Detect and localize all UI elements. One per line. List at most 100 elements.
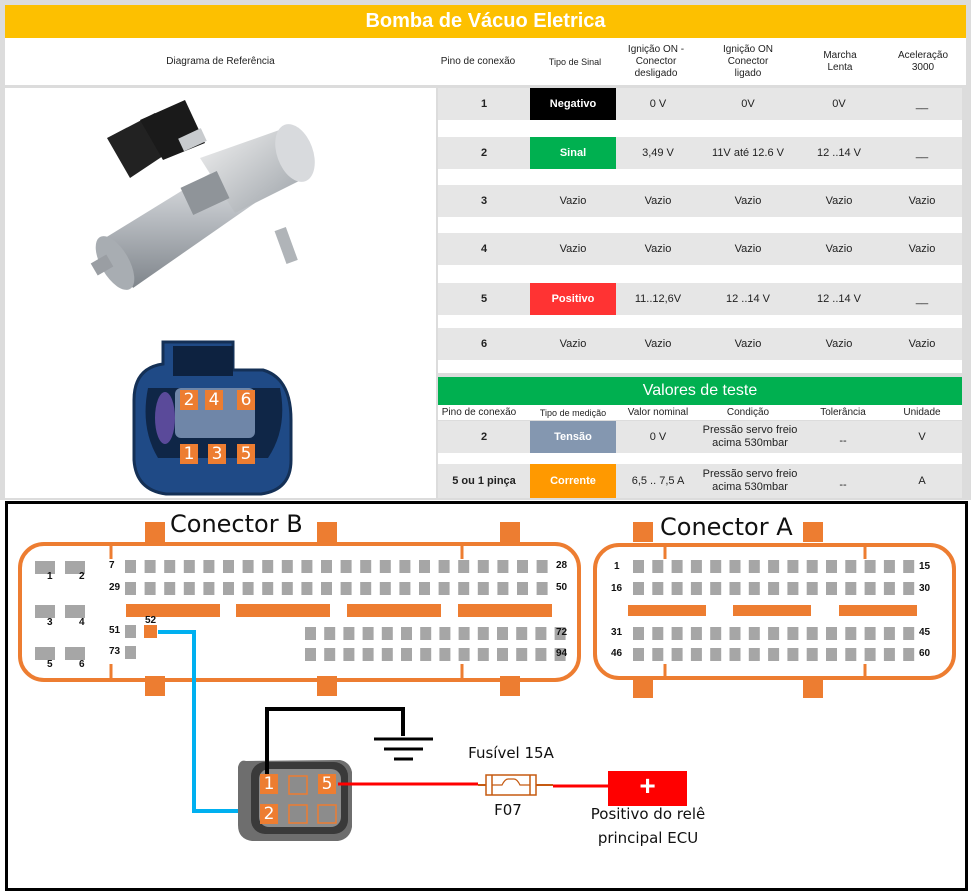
connector-pin: [806, 582, 818, 595]
measurement-type-badge: Tensão: [530, 421, 616, 453]
connector-pin: [633, 560, 644, 573]
connector-pin: [768, 582, 780, 595]
header-signal-type: Tipo de Sinal: [548, 56, 602, 67]
connector-pin: [710, 560, 722, 573]
pin-label: 45: [919, 627, 931, 638]
table-row: 6 Vazio Vazio Vazio Vazio Vazio: [438, 328, 962, 360]
pin-label: 16: [611, 583, 623, 594]
pin-label: 94: [556, 648, 568, 659]
table-row: 5 Positivo 11..12,6V 12 ..14 V 12 ..14 V…: [438, 283, 962, 315]
relay-label-line1: Positivo do relê: [590, 805, 706, 823]
tv-unit: V: [918, 431, 926, 443]
connector-pin: [826, 627, 837, 640]
connector-pin: [301, 582, 313, 595]
connector-pin: [787, 582, 799, 595]
connector-pin: [439, 648, 451, 661]
connector-pin: [883, 582, 895, 595]
connector-pin: [183, 582, 195, 595]
plus-icon: +: [639, 769, 656, 801]
pin-label: 2: [79, 571, 85, 582]
row-gap: [438, 360, 962, 373]
wiring-svg: [18, 522, 956, 841]
connector-pin: [262, 560, 274, 573]
pin-label: 46: [611, 648, 623, 659]
connector-pin: [497, 582, 509, 595]
connector-pin: [864, 560, 876, 573]
connector-pin: [379, 582, 391, 595]
connector-pin: [242, 560, 254, 573]
connector-pin: [458, 560, 470, 573]
row-gap: [438, 120, 962, 137]
connector-pin: [845, 560, 857, 573]
connector-pin: [806, 560, 818, 573]
pump-pin-2: 2: [260, 804, 278, 824]
connector-pin: [768, 560, 780, 573]
accel-value: Vazio: [908, 195, 936, 207]
page-title: Bomba de Vácuo Eletrica: [5, 5, 966, 38]
tv-pin: 5 ou 1 pinça: [452, 475, 516, 487]
connector-pin: [144, 582, 156, 595]
connector-pin: [305, 627, 316, 640]
connector-pin: [845, 648, 857, 661]
connector-pin: [729, 560, 741, 573]
pin-label: 1: [614, 561, 620, 572]
connector-b-pins: [35, 560, 566, 661]
connector-pin: [652, 627, 664, 640]
connector-pin: [748, 560, 760, 573]
connector-pin: [262, 582, 274, 595]
ign-off-value: 11..12,6V: [634, 293, 682, 305]
connector-a-housing: [593, 522, 956, 698]
header-pin: Pino de conexão: [440, 55, 516, 67]
connector-pin: [183, 560, 195, 573]
pin-number: 6: [480, 338, 488, 350]
reference-diagram-panel: 2 4 6 1 3 5: [5, 88, 436, 498]
pin-number: 5: [480, 293, 488, 305]
connector-pin: [671, 582, 683, 595]
ign-off-value: Vazio: [644, 195, 672, 207]
connector-pin: [903, 582, 915, 595]
connector-pin: [125, 646, 136, 659]
signal-type-badge: Negativo: [530, 88, 616, 120]
tv-header-pin: Pino de conexão: [441, 407, 517, 418]
connector-pin: [381, 627, 393, 640]
pin-label: 51: [109, 625, 121, 636]
pin-52: [144, 625, 157, 638]
pump-connector-photo: [238, 760, 352, 841]
connector-pin: [864, 582, 876, 595]
connector-pin: [321, 560, 332, 573]
connector-b-title: Conector B: [170, 510, 303, 538]
tv-condition: Pressão servo freio acima 530mbar: [702, 468, 798, 493]
connector-pin: [35, 647, 55, 660]
connector-pin: [477, 560, 489, 573]
connector-pin: [806, 648, 818, 661]
pin-number: 1: [480, 98, 488, 110]
connector-pin: [516, 648, 528, 661]
relay-positive-box: [608, 771, 687, 806]
connector-pin: [748, 582, 760, 595]
pin-label: 52: [145, 615, 157, 626]
connector-pin-label: 2: [180, 390, 198, 410]
ign-on-value: Vazio: [734, 338, 762, 350]
pin-label: 15: [919, 561, 931, 572]
vacuum-pump-photo: [90, 100, 315, 290]
header-accel: Aceleração 3000: [897, 49, 949, 73]
connector-pin: [710, 582, 722, 595]
signal-type-badge: Positivo: [530, 283, 616, 315]
connector-pin: [223, 582, 234, 595]
connector-pin: [362, 627, 374, 640]
tv-header-tolerance: Tolerância: [820, 407, 866, 418]
connector-pin: [144, 560, 156, 573]
connector-pin: [516, 627, 528, 640]
connector-pin-label: 1: [180, 444, 198, 464]
connector-pin: [35, 605, 55, 618]
pin-number: 4: [480, 243, 488, 255]
connector-pin: [379, 560, 391, 573]
connector-pin-label: 3: [208, 444, 226, 464]
connector-pin: [671, 560, 683, 573]
connector-pin: [65, 647, 85, 660]
connector-pin: [748, 648, 760, 661]
connector-pin: [768, 627, 780, 640]
header-ign-off: Ignição ON - Conector desligado: [627, 43, 685, 79]
connector-pin: [399, 560, 411, 573]
fuse-id: F07: [494, 801, 522, 819]
